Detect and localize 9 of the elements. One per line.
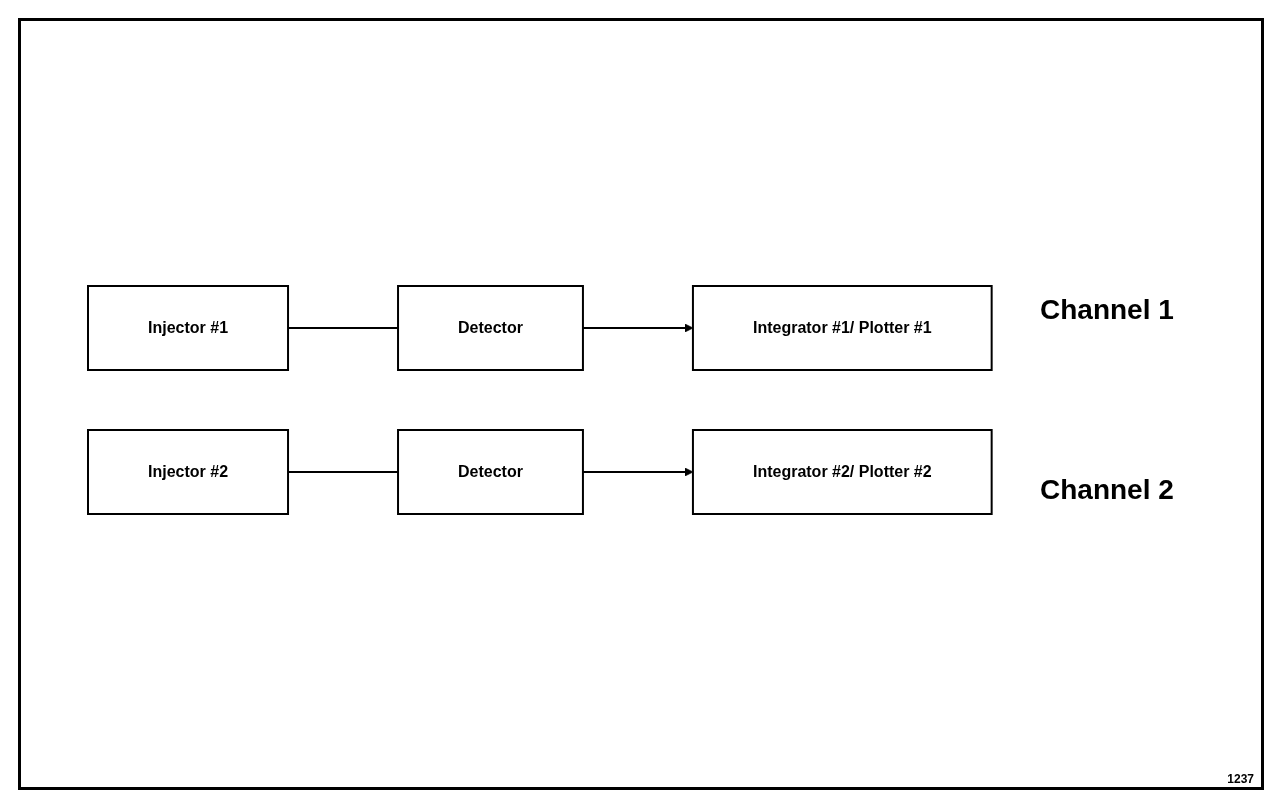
node-box: Injector #1 <box>87 285 290 371</box>
node-box: Detector <box>397 429 585 515</box>
channel-label: Channel 1 <box>1040 294 1174 326</box>
node-box: Integrator #1/ Plotter #1 <box>692 285 993 371</box>
channel-label: Channel 2 <box>1040 474 1174 506</box>
node-box: Detector <box>397 285 585 371</box>
node-box: Injector #2 <box>87 429 290 515</box>
node-box: Integrator #2/ Plotter #2 <box>692 429 993 515</box>
figure-number: 1237 <box>1227 772 1254 786</box>
